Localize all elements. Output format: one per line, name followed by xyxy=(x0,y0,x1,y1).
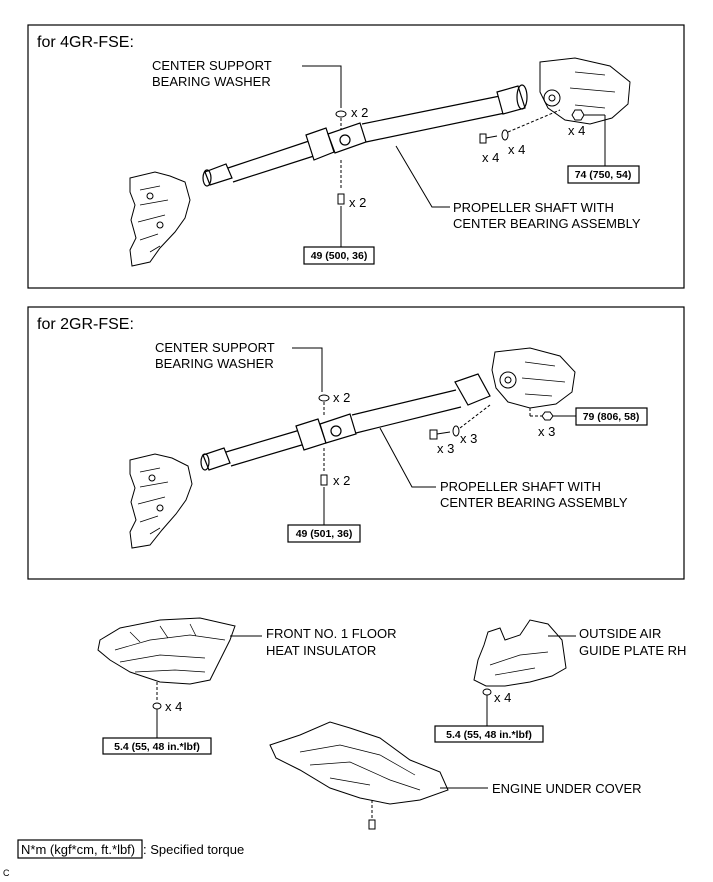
panel-frame xyxy=(27,306,685,580)
insulator-torque: 5.4 (55, 48 in.*lbf) xyxy=(114,741,200,753)
bolt-qty: x 2 xyxy=(333,473,350,488)
cover-bolt xyxy=(368,819,376,830)
panel-title: for 2GR-FSE: xyxy=(37,316,134,333)
flange-bolt-qty: x 3 xyxy=(437,441,454,456)
shaft-leader xyxy=(379,427,436,488)
transmission-outline xyxy=(129,171,191,267)
flange-dash xyxy=(507,109,561,133)
insulator-label-line1: FRONT NO. 1 FLOOR xyxy=(266,626,397,641)
washer-qty: x 2 xyxy=(333,390,350,405)
nut-qty: x 3 xyxy=(538,424,555,439)
under-cover-outline xyxy=(269,721,449,805)
washer-leader xyxy=(302,65,342,108)
washer-label-line2: BEARING WASHER xyxy=(152,74,271,89)
bolt-qty: x 2 xyxy=(349,195,366,210)
guide-clip xyxy=(482,688,492,696)
guide-torque-box xyxy=(434,725,544,743)
washer-qty: x 2 xyxy=(351,105,368,120)
guide-qty: x 4 xyxy=(494,690,511,705)
heat-insulator-group: FRONT NO. 1 FLOOR HEAT INSULATOR x 4 5.4… xyxy=(97,617,397,755)
flange-nut xyxy=(541,411,554,421)
nut-torque-box xyxy=(575,407,648,426)
flange-washer xyxy=(452,425,460,437)
torque-legend: N*m (kgf*cm, ft.*lbf) : Specified torque xyxy=(17,839,244,859)
guide-torque: 5.4 (55, 48 in.*lbf) xyxy=(446,729,532,741)
guide-label-line1: OUTSIDE AIR xyxy=(579,626,661,641)
panel-title: for 4GR-FSE: xyxy=(37,34,134,51)
insulator-clip xyxy=(152,702,162,710)
air-guide-outline xyxy=(473,619,567,687)
flange-washer-qty: x 4 xyxy=(508,142,525,157)
nut-torque-box xyxy=(567,165,640,184)
flange-washer xyxy=(501,129,509,141)
shaft-label-line2: CENTER BEARING ASSEMBLY xyxy=(440,495,628,510)
bolt-torque-box xyxy=(303,246,375,265)
propeller-shaft xyxy=(202,84,528,187)
flange-bolt xyxy=(429,429,451,440)
differential-outline xyxy=(539,57,631,125)
insulator-qty: x 4 xyxy=(165,699,182,714)
shaft-label-line2: CENTER BEARING ASSEMBLY xyxy=(453,216,641,231)
panel-4gr-fse: for 4GR-FSE: xyxy=(27,24,685,289)
flange-nut xyxy=(571,109,585,121)
washer-leader xyxy=(292,347,323,392)
nut-torque: 74 (750, 54) xyxy=(575,169,632,181)
bolt-torque-box xyxy=(287,524,361,543)
corner-mark: C xyxy=(3,868,10,878)
flange-washer-qty: x 3 xyxy=(460,431,477,446)
center-support-washer xyxy=(318,394,330,416)
insulator-torque-box xyxy=(102,737,212,755)
flange-bolt-qty: x 4 xyxy=(482,150,499,165)
transmission-outline xyxy=(129,453,193,549)
nut-qty: x 4 xyxy=(568,123,585,138)
flange-bolt xyxy=(479,133,498,144)
center-support-washer xyxy=(335,110,347,130)
heat-insulator-outline xyxy=(97,617,236,685)
under-cover-group: ENGINE UNDER COVER xyxy=(269,721,642,830)
center-bolt xyxy=(337,160,345,205)
panel-frame xyxy=(27,24,685,289)
air-guide-group: OUTSIDE AIR GUIDE PLATE RH x 4 5.4 (55, … xyxy=(434,619,686,743)
legend-box xyxy=(17,839,143,859)
differential-outline xyxy=(491,347,576,409)
shaft-label-line1: PROPELLER SHAFT WITH xyxy=(453,200,614,215)
center-bolt xyxy=(320,448,328,486)
shaft-leader xyxy=(395,145,450,208)
guide-label-line2: GUIDE PLATE RH xyxy=(579,643,686,658)
shaft-label-line1: PROPELLER SHAFT WITH xyxy=(440,479,601,494)
cover-label: ENGINE UNDER COVER xyxy=(492,781,642,796)
legend-text: : Specified torque xyxy=(143,842,244,857)
insulator-label-line2: HEAT INSULATOR xyxy=(266,643,376,658)
bolt-torque: 49 (500, 36) xyxy=(311,250,368,262)
washer-label-line1: CENTER SUPPORT xyxy=(155,340,275,355)
legend-unit: N*m (kgf*cm, ft.*lbf) xyxy=(21,842,135,857)
washer-label-line1: CENTER SUPPORT xyxy=(152,58,272,73)
washer-label-line2: BEARING WASHER xyxy=(155,356,274,371)
flange-dash xyxy=(459,404,491,429)
panel-2gr-fse: for 2GR-FSE: CENTER SUPPORT BEA xyxy=(27,306,685,580)
nut-torque: 79 (806, 58) xyxy=(583,411,640,423)
propeller-shaft xyxy=(200,373,491,471)
bolt-torque: 49 (501, 36) xyxy=(296,528,353,540)
